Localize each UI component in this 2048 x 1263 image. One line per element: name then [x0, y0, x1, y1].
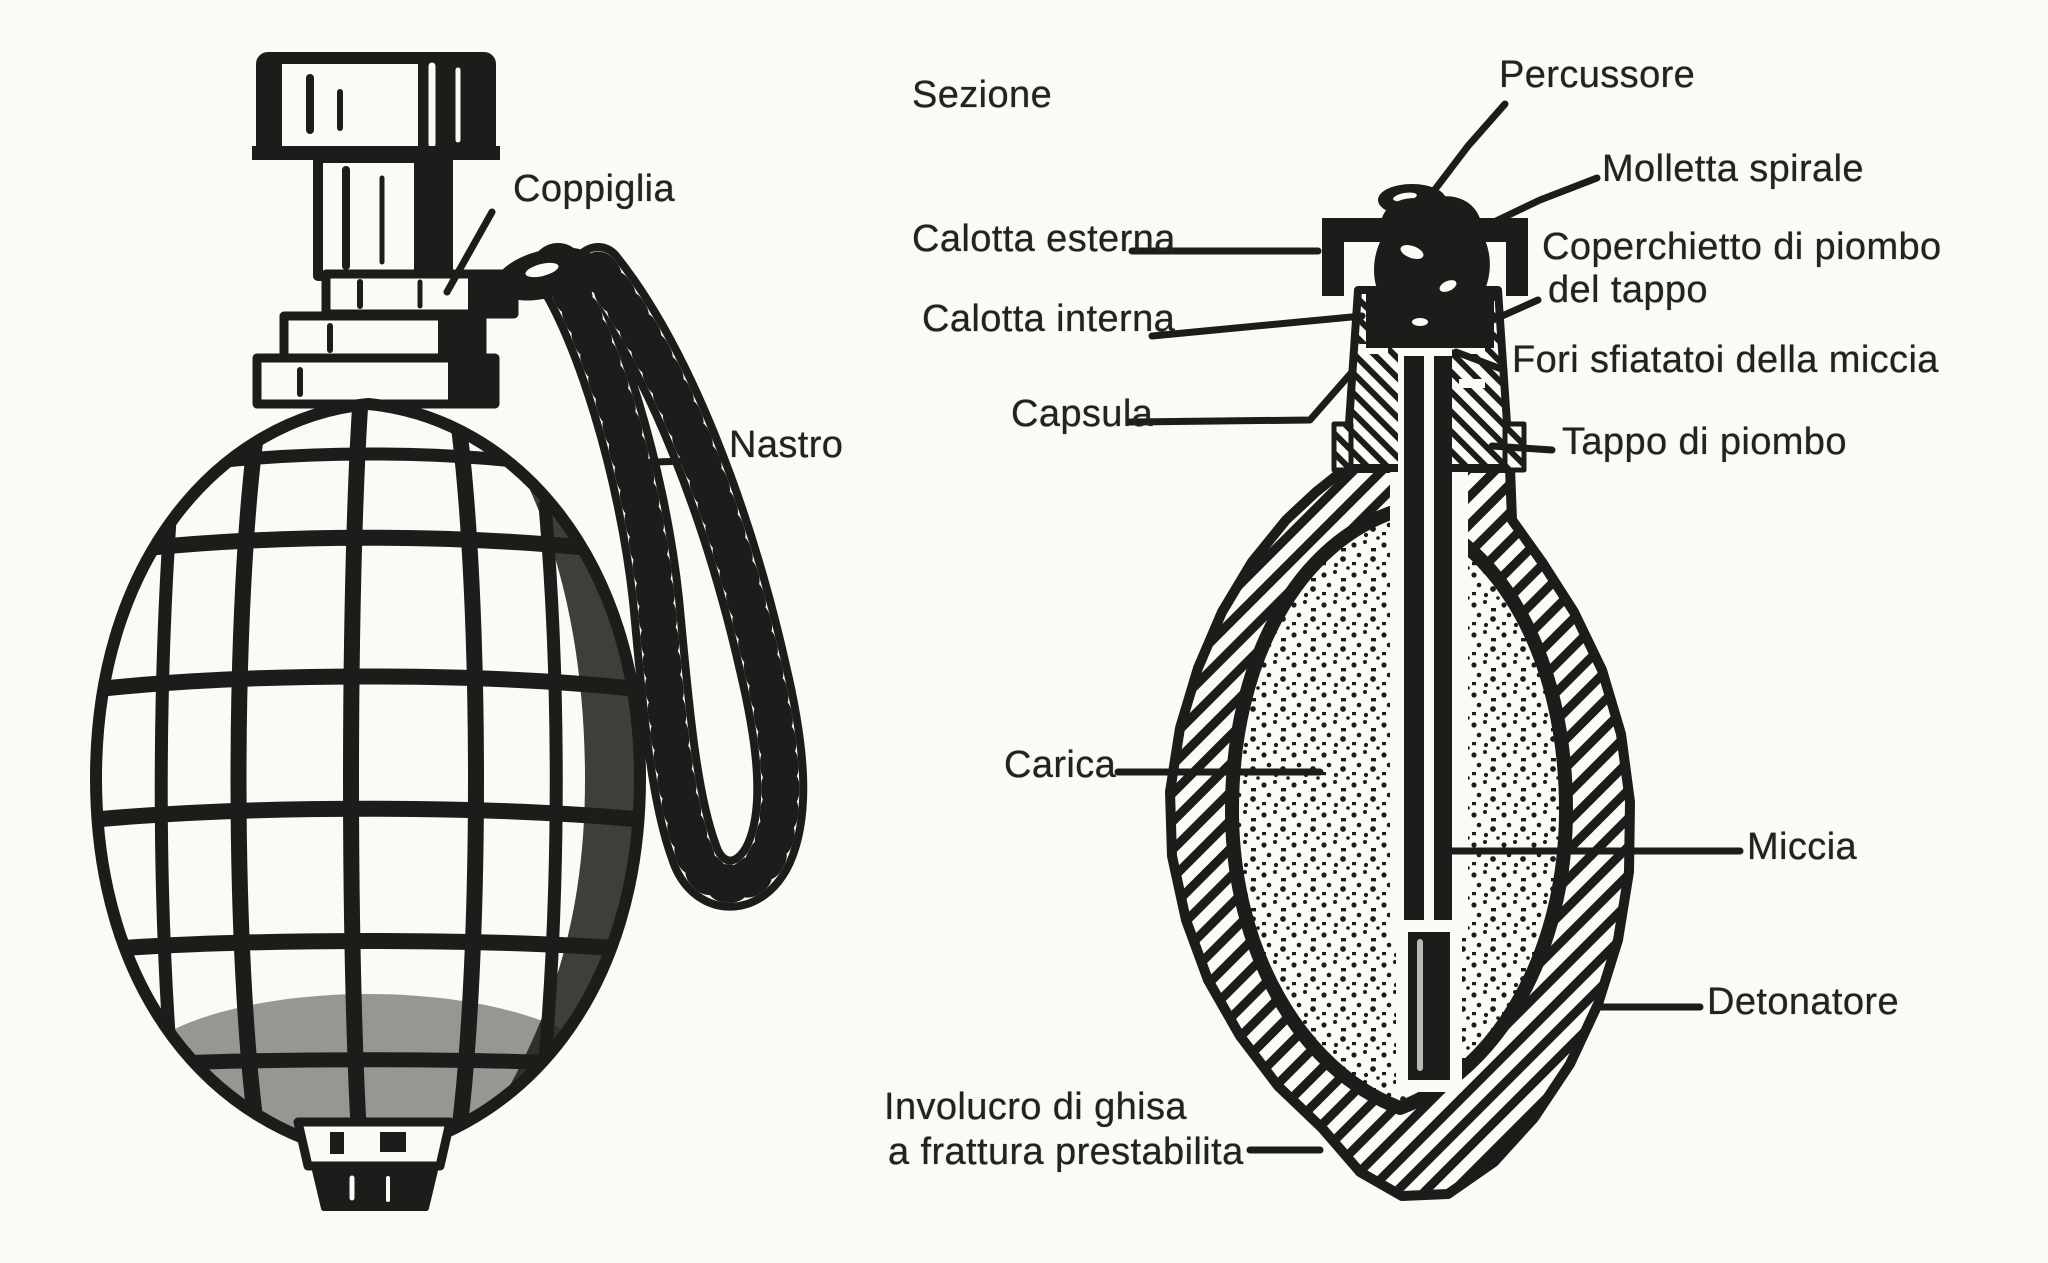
- tappo-leader-line: [1488, 442, 1556, 454]
- safety-pin-plate: [321, 269, 519, 319]
- label-percussore: Percussore: [1499, 54, 1696, 96]
- label-miccia: Miccia: [1747, 826, 1858, 868]
- nastro-leader-line: [621, 456, 722, 467]
- vent-hole: [1360, 344, 1388, 354]
- label-fori-sfiatatoi: Fori sfiatatoi della miccia: [1512, 339, 1939, 381]
- section-title: Sezione: [912, 74, 1053, 116]
- capsula-leader-line: [1126, 368, 1356, 426]
- label-calotta-esterna: Calotta esterna: [912, 218, 1176, 260]
- molletta-leader-line: [1490, 174, 1601, 226]
- label-calotta-interna: Calotta interna: [922, 298, 1176, 340]
- label-capsula: Capsula: [1011, 393, 1154, 435]
- detonator-block: [1396, 920, 1462, 1092]
- label-coperchietto-line1: Coperchietto di piombo: [1542, 226, 1942, 268]
- label-involucro-line1: Involucro di ghisa: [884, 1086, 1187, 1128]
- grenade-section-drawing: [1114, 100, 1744, 1201]
- safety-ribbon: [495, 243, 808, 911]
- fuse-neck: [313, 153, 453, 281]
- collar-steps: [252, 311, 500, 409]
- percussore-leader-line: [1426, 100, 1509, 200]
- coperchietto-leader-line: [1454, 296, 1542, 342]
- fragmentation-body: [90, 398, 646, 1162]
- label-detonatore: Detonatore: [1707, 981, 1900, 1023]
- fuse-cap: [252, 52, 500, 160]
- coppiglia-leader-line: [443, 208, 496, 296]
- label-carica: Carica: [1004, 744, 1117, 786]
- base-plug: [293, 1117, 455, 1211]
- striker-spring-mass: [1374, 184, 1490, 347]
- label-coperchietto-line2: del tappo: [1548, 269, 1708, 311]
- label-nastro: Nastro: [729, 424, 844, 466]
- vent-hole: [1455, 344, 1485, 354]
- label-tappo-di-piombo: Tappo di piombo: [1562, 421, 1847, 463]
- label-molletta-spirale: Molletta spirale: [1602, 148, 1864, 190]
- calotta-interna-leader-line: [1148, 312, 1366, 340]
- label-involucro-line2: a frattura prestabilita: [888, 1131, 1244, 1173]
- fori-sfiatatoi-leader-line: [1452, 348, 1508, 374]
- label-coppiglia: Coppiglia: [513, 168, 676, 210]
- vent-hole: [1459, 379, 1485, 388]
- grenade-exterior-drawing: [90, 52, 808, 1211]
- fuse-tube: [1404, 356, 1452, 928]
- fuse-channel: [1390, 468, 1468, 938]
